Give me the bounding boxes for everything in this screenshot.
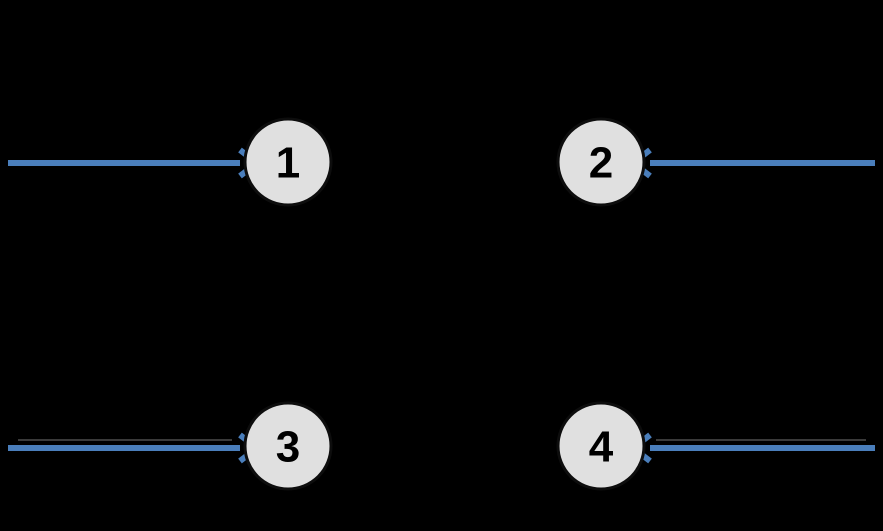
arrow-shafts-group xyxy=(8,160,875,451)
node-1-label: 1 xyxy=(276,139,300,188)
node-4-label: 4 xyxy=(589,423,614,472)
node-1[interactable]: 1 xyxy=(243,117,333,207)
node-2-circle[interactable] xyxy=(556,117,646,207)
node-2[interactable]: 2 xyxy=(556,117,646,207)
node-3-circle[interactable] xyxy=(243,401,333,491)
node-4[interactable]: 4 xyxy=(556,401,646,491)
node-3[interactable]: 3 xyxy=(243,401,333,491)
node-1-circle[interactable] xyxy=(243,117,333,207)
node-4-circle[interactable] xyxy=(556,401,646,491)
node-3-label: 3 xyxy=(276,423,300,472)
node-2-label: 2 xyxy=(589,139,613,188)
